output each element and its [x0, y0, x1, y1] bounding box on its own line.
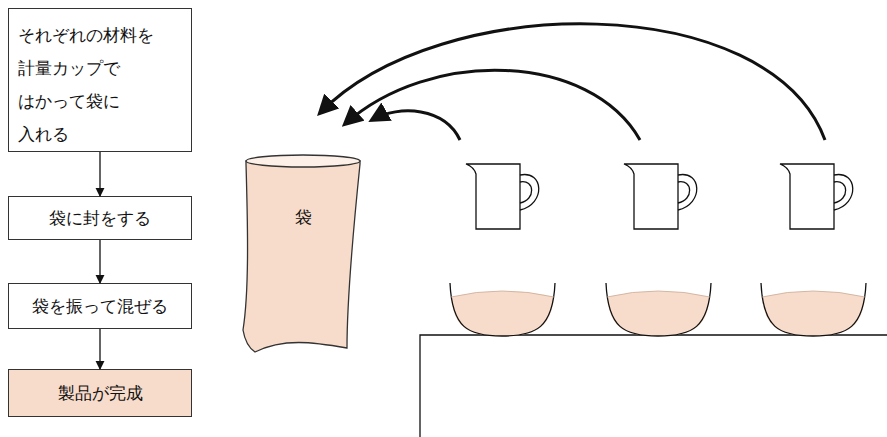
bag-outline	[243, 152, 363, 357]
node-text: それぞれの材料を 計量カップで はかって袋に 入れる	[18, 19, 173, 151]
node-text: 袋を振って混ぜる	[32, 295, 168, 317]
process-box: それぞれの材料を 計量カップで はかって袋に 入れる	[8, 8, 192, 152]
bag-shape: 袋	[243, 152, 363, 357]
process-box: 袋に封をする	[8, 196, 192, 240]
node-text: 袋に封をする	[49, 207, 151, 229]
pour-arrow	[345, 70, 640, 140]
node-text: 袋	[243, 206, 363, 228]
bag-opening	[246, 155, 360, 167]
flow-arrow	[99, 240, 100, 283]
pour-arrow	[372, 111, 460, 140]
flow-arrow	[99, 152, 100, 196]
bag-body	[243, 161, 360, 352]
flow-arrow	[99, 329, 100, 369]
pour-arrow	[320, 24, 825, 140]
process-box: 袋を振って混ぜる	[8, 283, 192, 329]
bowl	[450, 283, 555, 336]
table	[420, 335, 887, 437]
measuring-cup	[780, 164, 853, 229]
node-text: 製品が完成	[58, 382, 143, 404]
measuring-cup	[466, 164, 539, 229]
result-box: 製品が完成	[8, 369, 192, 417]
bowl	[606, 283, 711, 336]
bowl	[761, 283, 866, 336]
measuring-cup	[624, 164, 697, 229]
